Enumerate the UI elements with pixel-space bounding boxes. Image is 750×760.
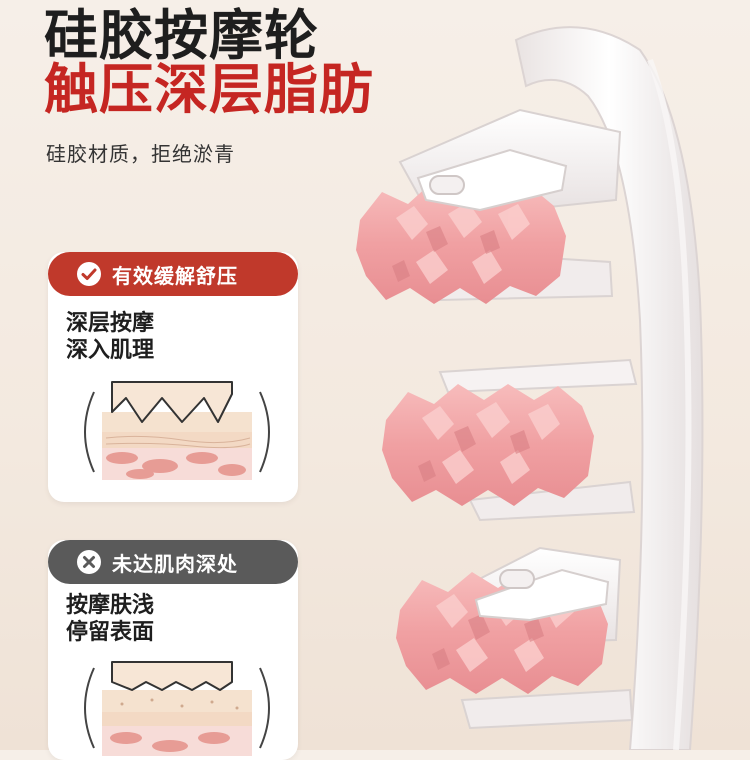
benefit-card-deep: 有效缓解舒压 深层按摩 深入肌理	[48, 252, 298, 502]
benefit-badge-label: 有效缓解舒压	[112, 263, 238, 288]
x-circle-icon	[76, 549, 102, 575]
shallow-text-line-1: 按摩肤浅	[66, 593, 155, 618]
headline-line-2: 触压深层脂肪	[44, 58, 374, 121]
benefit-text: 深层按摩 深入肌理	[66, 310, 154, 364]
benefit-text-line-2: 深入肌理	[66, 338, 155, 363]
shallow-badge-label: 未达肌肉深处	[112, 551, 238, 576]
massager-product-image	[356, 26, 704, 750]
subtitle: 硅胶材质，拒绝淤青	[46, 142, 235, 166]
roller-middle	[382, 384, 594, 506]
shallow-text-line-2: 停留表面	[66, 620, 155, 645]
shallow-tissue-illustration	[84, 661, 270, 756]
benefit-text-line-1: 深层按摩	[66, 311, 155, 336]
shallow-text: 按摩肤浅 停留表面	[66, 592, 154, 646]
shallow-badge: 未达肌肉深处	[48, 540, 298, 584]
benefit-card-shallow: 未达肌肉深处 按摩肤浅 停留表面	[48, 540, 298, 760]
headline-line-1: 硅胶按摩轮	[44, 4, 319, 67]
benefit-badge: 有效缓解舒压	[48, 252, 298, 296]
deep-tissue-illustration	[84, 381, 270, 480]
check-circle-icon	[76, 261, 102, 287]
roller-top	[356, 184, 566, 304]
